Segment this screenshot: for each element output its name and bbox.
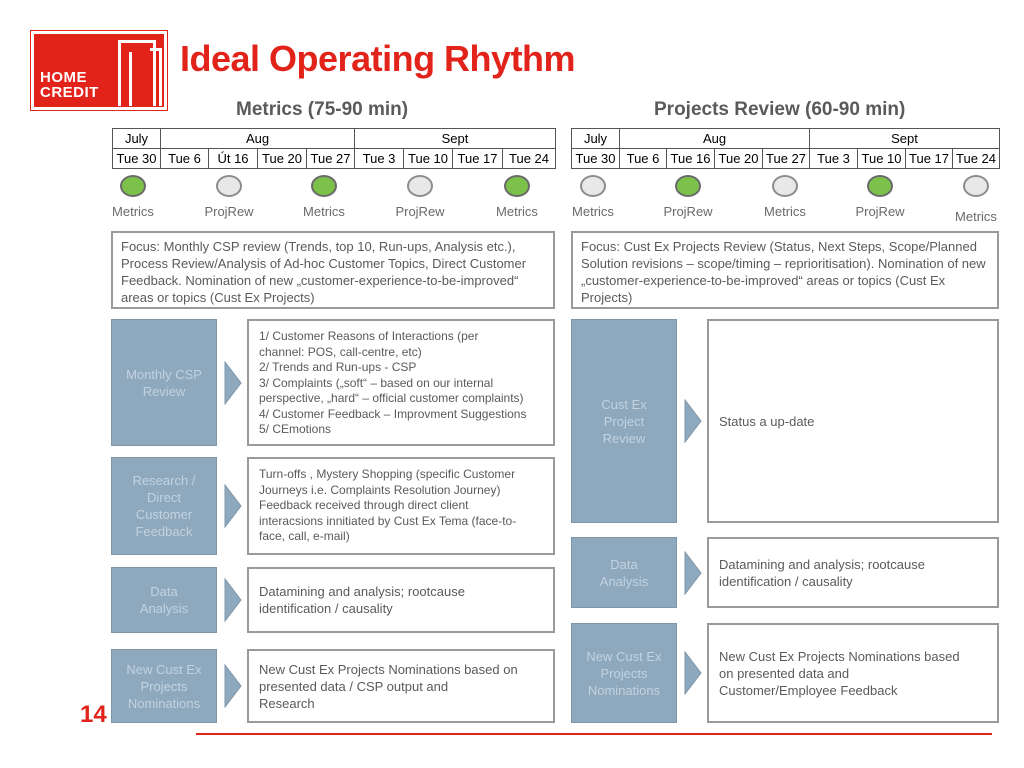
metrics-step-label-box: New Cust Ex Projects Nominations [111, 649, 217, 723]
metrics-step-label-box: Monthly CSP Review [111, 319, 217, 446]
metrics-marker-green-circle [504, 175, 530, 197]
projects-day-cell: Tue 16 [666, 148, 715, 169]
metrics-day-cell: Tue 27 [305, 148, 356, 169]
projects-step-detail-box: New Cust Ex Projects Nominations based o… [707, 623, 999, 723]
metrics-day-cell: Tue 10 [403, 148, 454, 169]
projects-day-cell: Tue 3 [809, 148, 859, 169]
projects-marker-green-circle [867, 175, 893, 197]
projects-day-cell: Tue 24 [952, 148, 1001, 169]
projects-marker-label: ProjRew [855, 204, 905, 219]
metrics-step-detail-box: 1/ Customer Reasons of Interactions (per… [247, 319, 555, 446]
metrics-month-aug: Aug [159, 128, 356, 149]
projects-marker-label: Metrics [572, 204, 614, 219]
metrics-marker-grey-circle [407, 175, 433, 197]
metrics-day-cell: Út 16 [208, 148, 258, 169]
projects-day-cell: Tue 10 [857, 148, 907, 169]
chevron-right-icon [684, 399, 702, 443]
metrics-step-detail-box: Datamining and analysis; rootcause ident… [247, 567, 555, 633]
metrics-day-cell: Tue 17 [452, 148, 504, 169]
metrics-marker-label: Metrics [303, 204, 345, 219]
chevron-right-icon [224, 360, 242, 405]
metrics-month-sept: Sept [354, 128, 557, 149]
projects-marker-green-circle [675, 175, 701, 197]
projects-day-cell: Tue 27 [761, 148, 811, 169]
projects-step-detail-box: Status a up-date [707, 319, 999, 523]
metrics-step-detail-box: New Cust Ex Projects Nominations based o… [247, 649, 555, 723]
metrics-marker-label: ProjRew [395, 204, 445, 219]
projects-focus-box: Focus: Cust Ex Projects Review (Status, … [571, 231, 999, 309]
projects-marker-grey-circle [772, 175, 798, 197]
metrics-marker-green-circle [311, 175, 337, 197]
logo-line-2: CREDIT [40, 84, 99, 101]
projects-marker-grey-circle [963, 175, 989, 197]
chevron-right-icon [224, 578, 242, 622]
chevron-right-icon [224, 484, 242, 528]
metrics-step-label-box: Research / Direct Customer Feedback [111, 457, 217, 555]
metrics-marker-label: ProjRew [204, 204, 254, 219]
projects-step-label-box: Data Analysis [571, 537, 677, 608]
projects-heading: Projects Review (60-90 min) [654, 99, 906, 120]
projects-marker-grey-circle [580, 175, 606, 197]
metrics-day-cell: Tue 30 [112, 148, 161, 169]
projects-day-cell: Tue 20 [714, 148, 763, 169]
metrics-month-july: July [112, 128, 161, 149]
metrics-step-label-box: Data Analysis [111, 567, 217, 633]
metrics-marker-label: Metrics [112, 204, 154, 219]
metrics-marker-green-circle [120, 175, 146, 197]
page-number: 14 [80, 701, 107, 728]
page-title: Ideal Operating Rhythm [180, 38, 576, 79]
metrics-marker-label: Metrics [496, 204, 538, 219]
projects-day-cell: Tue 6 [619, 148, 667, 169]
projects-marker-label: ProjRew [663, 204, 713, 219]
metrics-day-cell: Tue 24 [502, 148, 557, 169]
projects-step-label-box: Cust Ex Project Review [571, 319, 677, 523]
footer-rule [196, 733, 992, 735]
logo-line-1: HOME [40, 69, 87, 86]
chevron-right-icon [684, 651, 702, 695]
metrics-step-detail-box: Turn-offs , Mystery Shopping (specific C… [247, 457, 555, 555]
projects-marker-label: Metrics [764, 204, 806, 219]
projects-month-aug: Aug [618, 128, 811, 149]
metrics-marker-grey-circle [216, 175, 242, 197]
projects-day-cell: Tue 17 [905, 148, 954, 169]
metrics-day-cell: Tue 6 [160, 148, 209, 169]
projects-month-sept: Sept [809, 128, 1001, 149]
chevron-right-icon [224, 664, 242, 708]
metrics-focus-box: Focus: Monthly CSP review (Trends, top 1… [111, 231, 555, 309]
projects-marker-label: Metrics [955, 209, 997, 224]
projects-step-detail-box: Datamining and analysis; rootcause ident… [707, 537, 999, 608]
projects-step-label-box: New Cust Ex Projects Nominations [571, 623, 677, 723]
metrics-day-cell: Tue 3 [354, 148, 405, 169]
chevron-right-icon [684, 550, 702, 595]
projects-day-cell: Tue 30 [571, 148, 620, 169]
metrics-day-cell: Tue 20 [257, 148, 307, 169]
projects-month-july: July [571, 128, 620, 149]
metrics-heading: Metrics (75-90 min) [236, 99, 409, 120]
